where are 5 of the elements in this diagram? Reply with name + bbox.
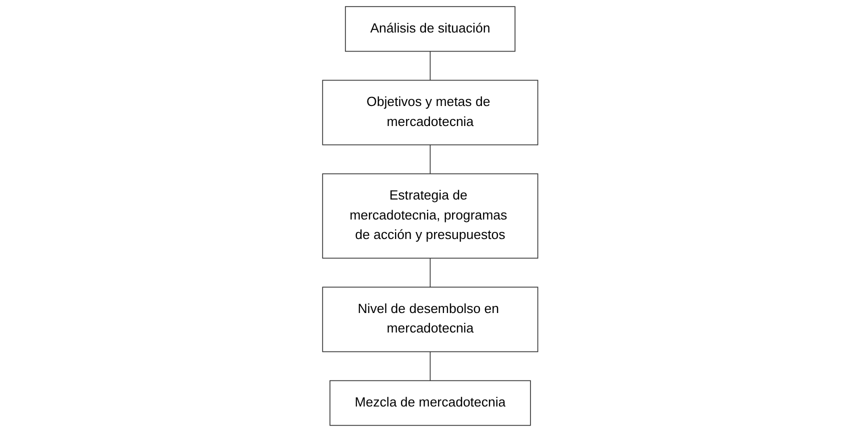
node-box: Estrategia de mercadotecnia, programas de acción y presupuestos bbox=[322, 173, 538, 259]
node-box: Objetivos y metas de mercadotecnia bbox=[322, 80, 538, 146]
node-box: Nivel de desembolso en mercadotecnia bbox=[322, 286, 538, 352]
node-box: Análisis de situación bbox=[344, 6, 516, 52]
node-box: Mezcla de mercadotecnia bbox=[329, 380, 531, 426]
